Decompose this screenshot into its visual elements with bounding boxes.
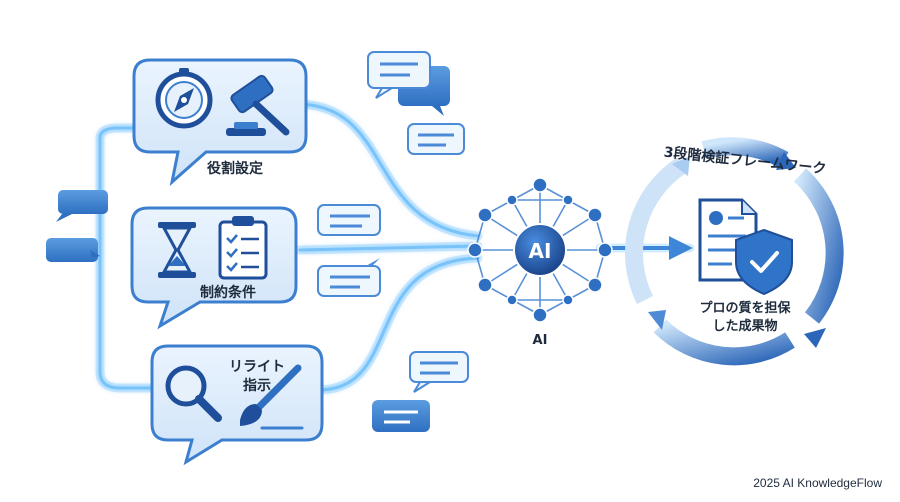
chat-bubble-icon <box>56 190 108 222</box>
hourglass-icon <box>158 222 196 278</box>
gavel-icon <box>226 74 290 136</box>
compass-icon <box>155 68 213 129</box>
constraints-label: 制約条件 <box>200 285 256 301</box>
chat-bubble-icon <box>317 204 381 236</box>
footer-credit: 2025 AI KnowledgeFlow <box>753 476 882 490</box>
magnifier-icon <box>165 365 222 422</box>
rewrite-label-line2: 指示 <box>243 378 271 394</box>
result-label-line1: プロの質を担保 <box>699 301 791 316</box>
role-setting-label: 役割設定 <box>207 161 263 177</box>
chat-bubble-icon <box>317 258 381 297</box>
chat-bubble-icon <box>409 351 469 393</box>
chat-bubble-icon <box>367 51 431 99</box>
result-label-line2: した成果物 <box>712 319 778 334</box>
rewrite-label-line1: リライト <box>229 359 285 375</box>
ai-badge-text: AI <box>529 239 552 263</box>
rewrite-instruction-panel <box>150 344 324 466</box>
chat-bubbles <box>46 51 469 432</box>
chat-bubble-icon <box>372 400 430 432</box>
paintbrush-icon <box>240 364 304 430</box>
ai-network-node: AI <box>467 177 613 323</box>
shield-check-icon <box>735 228 793 296</box>
connector-lines <box>95 99 695 395</box>
role-setting-panel <box>132 58 308 187</box>
verification-cycle <box>625 137 844 366</box>
clipboard-checklist-icon <box>218 216 268 280</box>
ai-caption: AI <box>532 333 548 348</box>
chat-bubble-icon <box>46 238 100 262</box>
constraints-panel <box>130 206 298 330</box>
chat-bubble-icon <box>407 123 465 155</box>
ai-core <box>513 223 567 277</box>
